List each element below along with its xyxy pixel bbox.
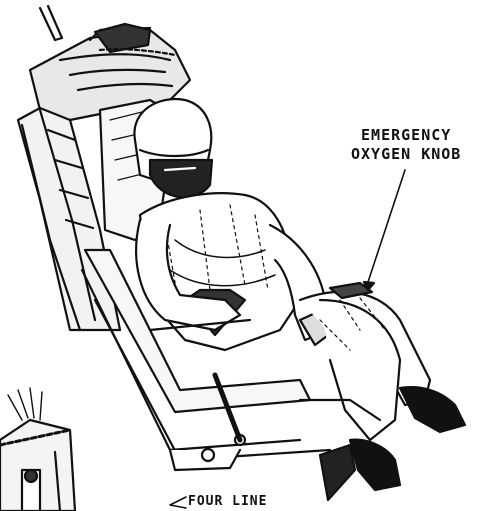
headrest-rod — [40, 6, 62, 40]
callout-line-2: OXYGEN KNOB — [351, 145, 461, 164]
emergency-oxygen-knob-label: EMERGENCY OXYGEN KNOB — [351, 126, 461, 164]
callout-line-1: EMERGENCY — [351, 126, 461, 145]
bottom-arrow — [170, 497, 186, 508]
bottom-partial-label: FOUR LINE — [188, 494, 267, 510]
oxygen-knob-leader — [364, 170, 405, 290]
lower-left-detail — [0, 388, 75, 511]
